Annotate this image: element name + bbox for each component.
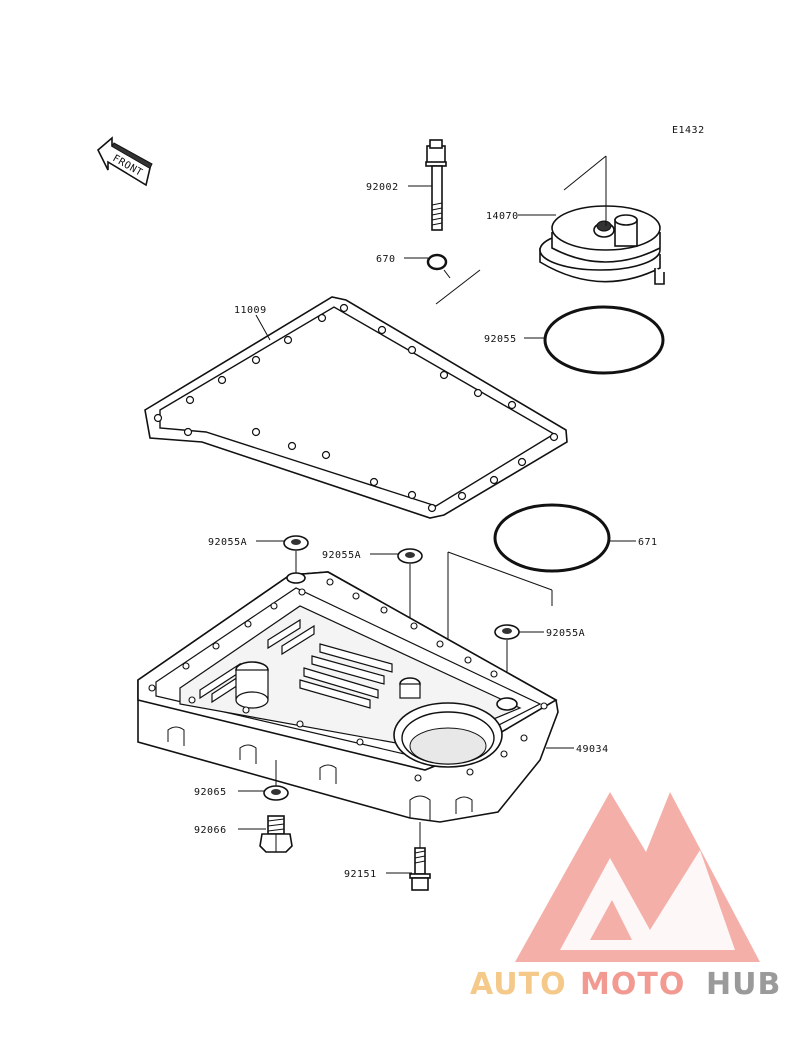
label-92055a-1: 92055A bbox=[208, 537, 247, 548]
watermark-hub: HUB bbox=[706, 967, 781, 1002]
label-92065: 92065 bbox=[194, 787, 227, 798]
label-49034: 49034 bbox=[576, 744, 609, 755]
bolt-92151 bbox=[409, 822, 431, 891]
oring-671 bbox=[493, 503, 611, 573]
oil-pan-49034 bbox=[137, 571, 559, 823]
oring-92055 bbox=[543, 305, 665, 375]
diagram-code: E1432 bbox=[672, 125, 705, 136]
label-671: 671 bbox=[638, 537, 658, 548]
label-92151: 92151 bbox=[344, 869, 377, 880]
watermark-logo: AUTO MOTO HUB bbox=[470, 792, 781, 1002]
oring-670 bbox=[426, 253, 448, 271]
label-92002: 92002 bbox=[366, 182, 399, 193]
watermark-moto: MOTO bbox=[580, 967, 685, 1002]
label-92055a-2: 92055A bbox=[322, 550, 361, 561]
washer-92065 bbox=[263, 760, 289, 801]
cover-14070 bbox=[539, 205, 665, 285]
gasket-11009 bbox=[144, 296, 568, 519]
label-11009: 11009 bbox=[234, 305, 267, 316]
label-14070: 14070 bbox=[486, 211, 519, 222]
front-arrow-icon: FRONT bbox=[97, 136, 153, 187]
bolt-92002 bbox=[425, 139, 447, 231]
label-92055: 92055 bbox=[484, 334, 517, 345]
drain-plug-92066 bbox=[259, 815, 293, 853]
label-92055a-3: 92055A bbox=[546, 628, 585, 639]
watermark-auto: AUTO bbox=[470, 967, 567, 1002]
label-670: 670 bbox=[376, 254, 396, 265]
label-92066: 92066 bbox=[194, 825, 227, 836]
washer-92055a-1 bbox=[283, 535, 309, 574]
